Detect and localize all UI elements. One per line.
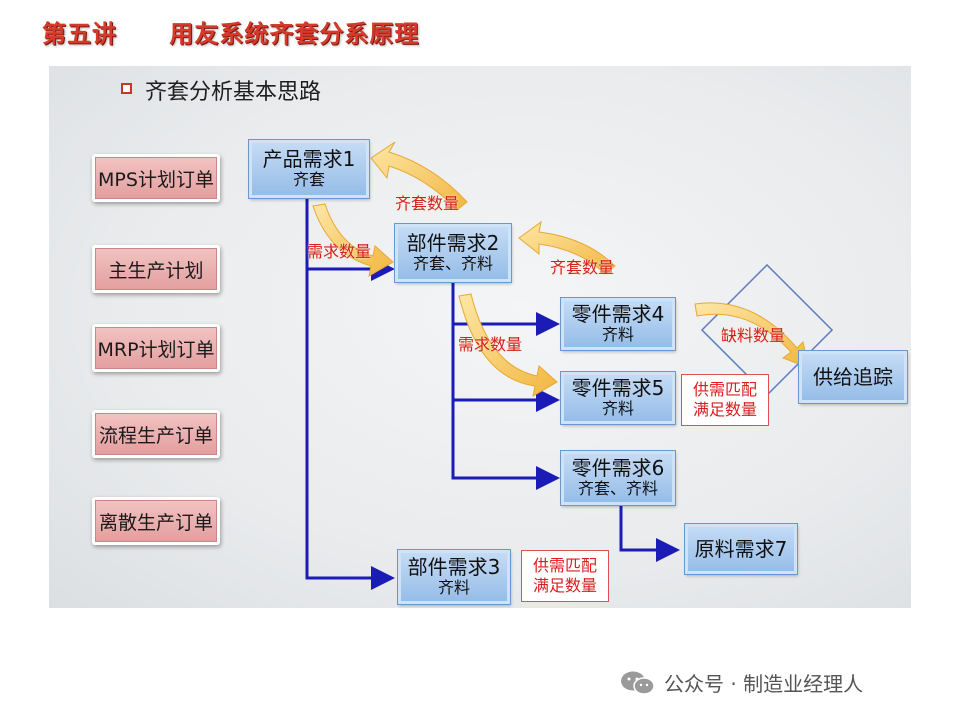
edge-label-shortage-qty: 缺料数量 [721,326,786,345]
node-title: 产品需求1 [262,147,356,172]
edge-label-kit-qty-2: 齐套数量 [550,258,615,277]
flow-arrow-kit-1 [370,141,468,211]
connector-n6-n7 [619,506,680,562]
node-title: 供给追踪 [813,364,893,389]
node-component-demand-3: 部件需求3 齐料 [397,549,511,605]
node-title: 部件需求2 [406,231,500,256]
node-title: 零件需求4 [571,302,665,327]
node-subtitle: 齐套、齐料 [577,479,658,499]
source-mps-planned-order: MPS计划订单 [92,154,220,202]
connector-n1-n3 [305,269,395,590]
lesson-number: 第五讲 [42,20,117,48]
edge-label-demand-qty-1: 需求数量 [307,242,372,261]
node-subtitle: 齐料 [601,399,634,419]
node-supply-tracking: 供给追踪 [798,350,908,404]
flow-arrow-shortage [694,302,810,369]
node-product-demand-1: 产品需求1 齐套 [248,139,370,199]
flow-arrow-kit-2 [518,220,616,275]
source-discrete-production-order: 离散生产订单 [92,497,220,545]
wechat-icon [621,671,655,695]
tree-connectors [305,199,680,590]
node-title: 原料需求7 [694,536,788,561]
slide-canvas: 齐套分析基本思路 [49,66,911,608]
node-title: 部件需求3 [407,555,501,580]
connector-n2-n6 [451,400,560,490]
edge-label-demand-qty-2: 需求数量 [458,335,523,354]
supply-demand-match-note-3: 供需匹配 满足数量 [521,550,609,602]
node-title: 零件需求5 [571,376,665,401]
node-subtitle: 齐料 [601,325,634,345]
node-title: 零件需求6 [571,456,665,481]
edge-label-kit-qty-1: 齐套数量 [395,194,460,213]
flow-arrow-demand-1 [312,203,394,277]
node-component-demand-2: 部件需求2 齐套、齐料 [394,223,512,283]
lesson-title: 用友系统齐套分系原理 [169,20,420,48]
node-subtitle: 齐套、齐料 [412,254,493,274]
flow-arrows [312,141,810,397]
source-mrp-planned-order: MRP计划订单 [92,324,220,372]
bullet-icon [121,83,132,94]
node-part-demand-6: 零件需求6 齐套、齐料 [560,450,676,506]
flow-arrow-demand-2 [458,293,558,397]
account-name: 公众号 · 制造业经理人 [664,672,864,696]
node-subtitle: 齐料 [437,578,470,598]
page-header: 第五讲 用友系统齐套分系原理 [42,14,419,54]
node-raw-material-demand-7: 原料需求7 [684,523,798,575]
node-subtitle: 齐套 [292,170,325,190]
node-part-demand-5: 零件需求5 齐料 [560,371,676,425]
source-process-production-order: 流程生产订单 [92,410,220,458]
node-part-demand-4: 零件需求4 齐料 [560,297,676,351]
supply-demand-match-note-5: 供需匹配 满足数量 [681,374,769,426]
footer-attribution: 公众号 · 制造业经理人 [620,668,863,697]
source-master-production-plan: 主生产计划 [92,245,220,293]
slide-title: 齐套分析基本思路 [145,80,322,105]
